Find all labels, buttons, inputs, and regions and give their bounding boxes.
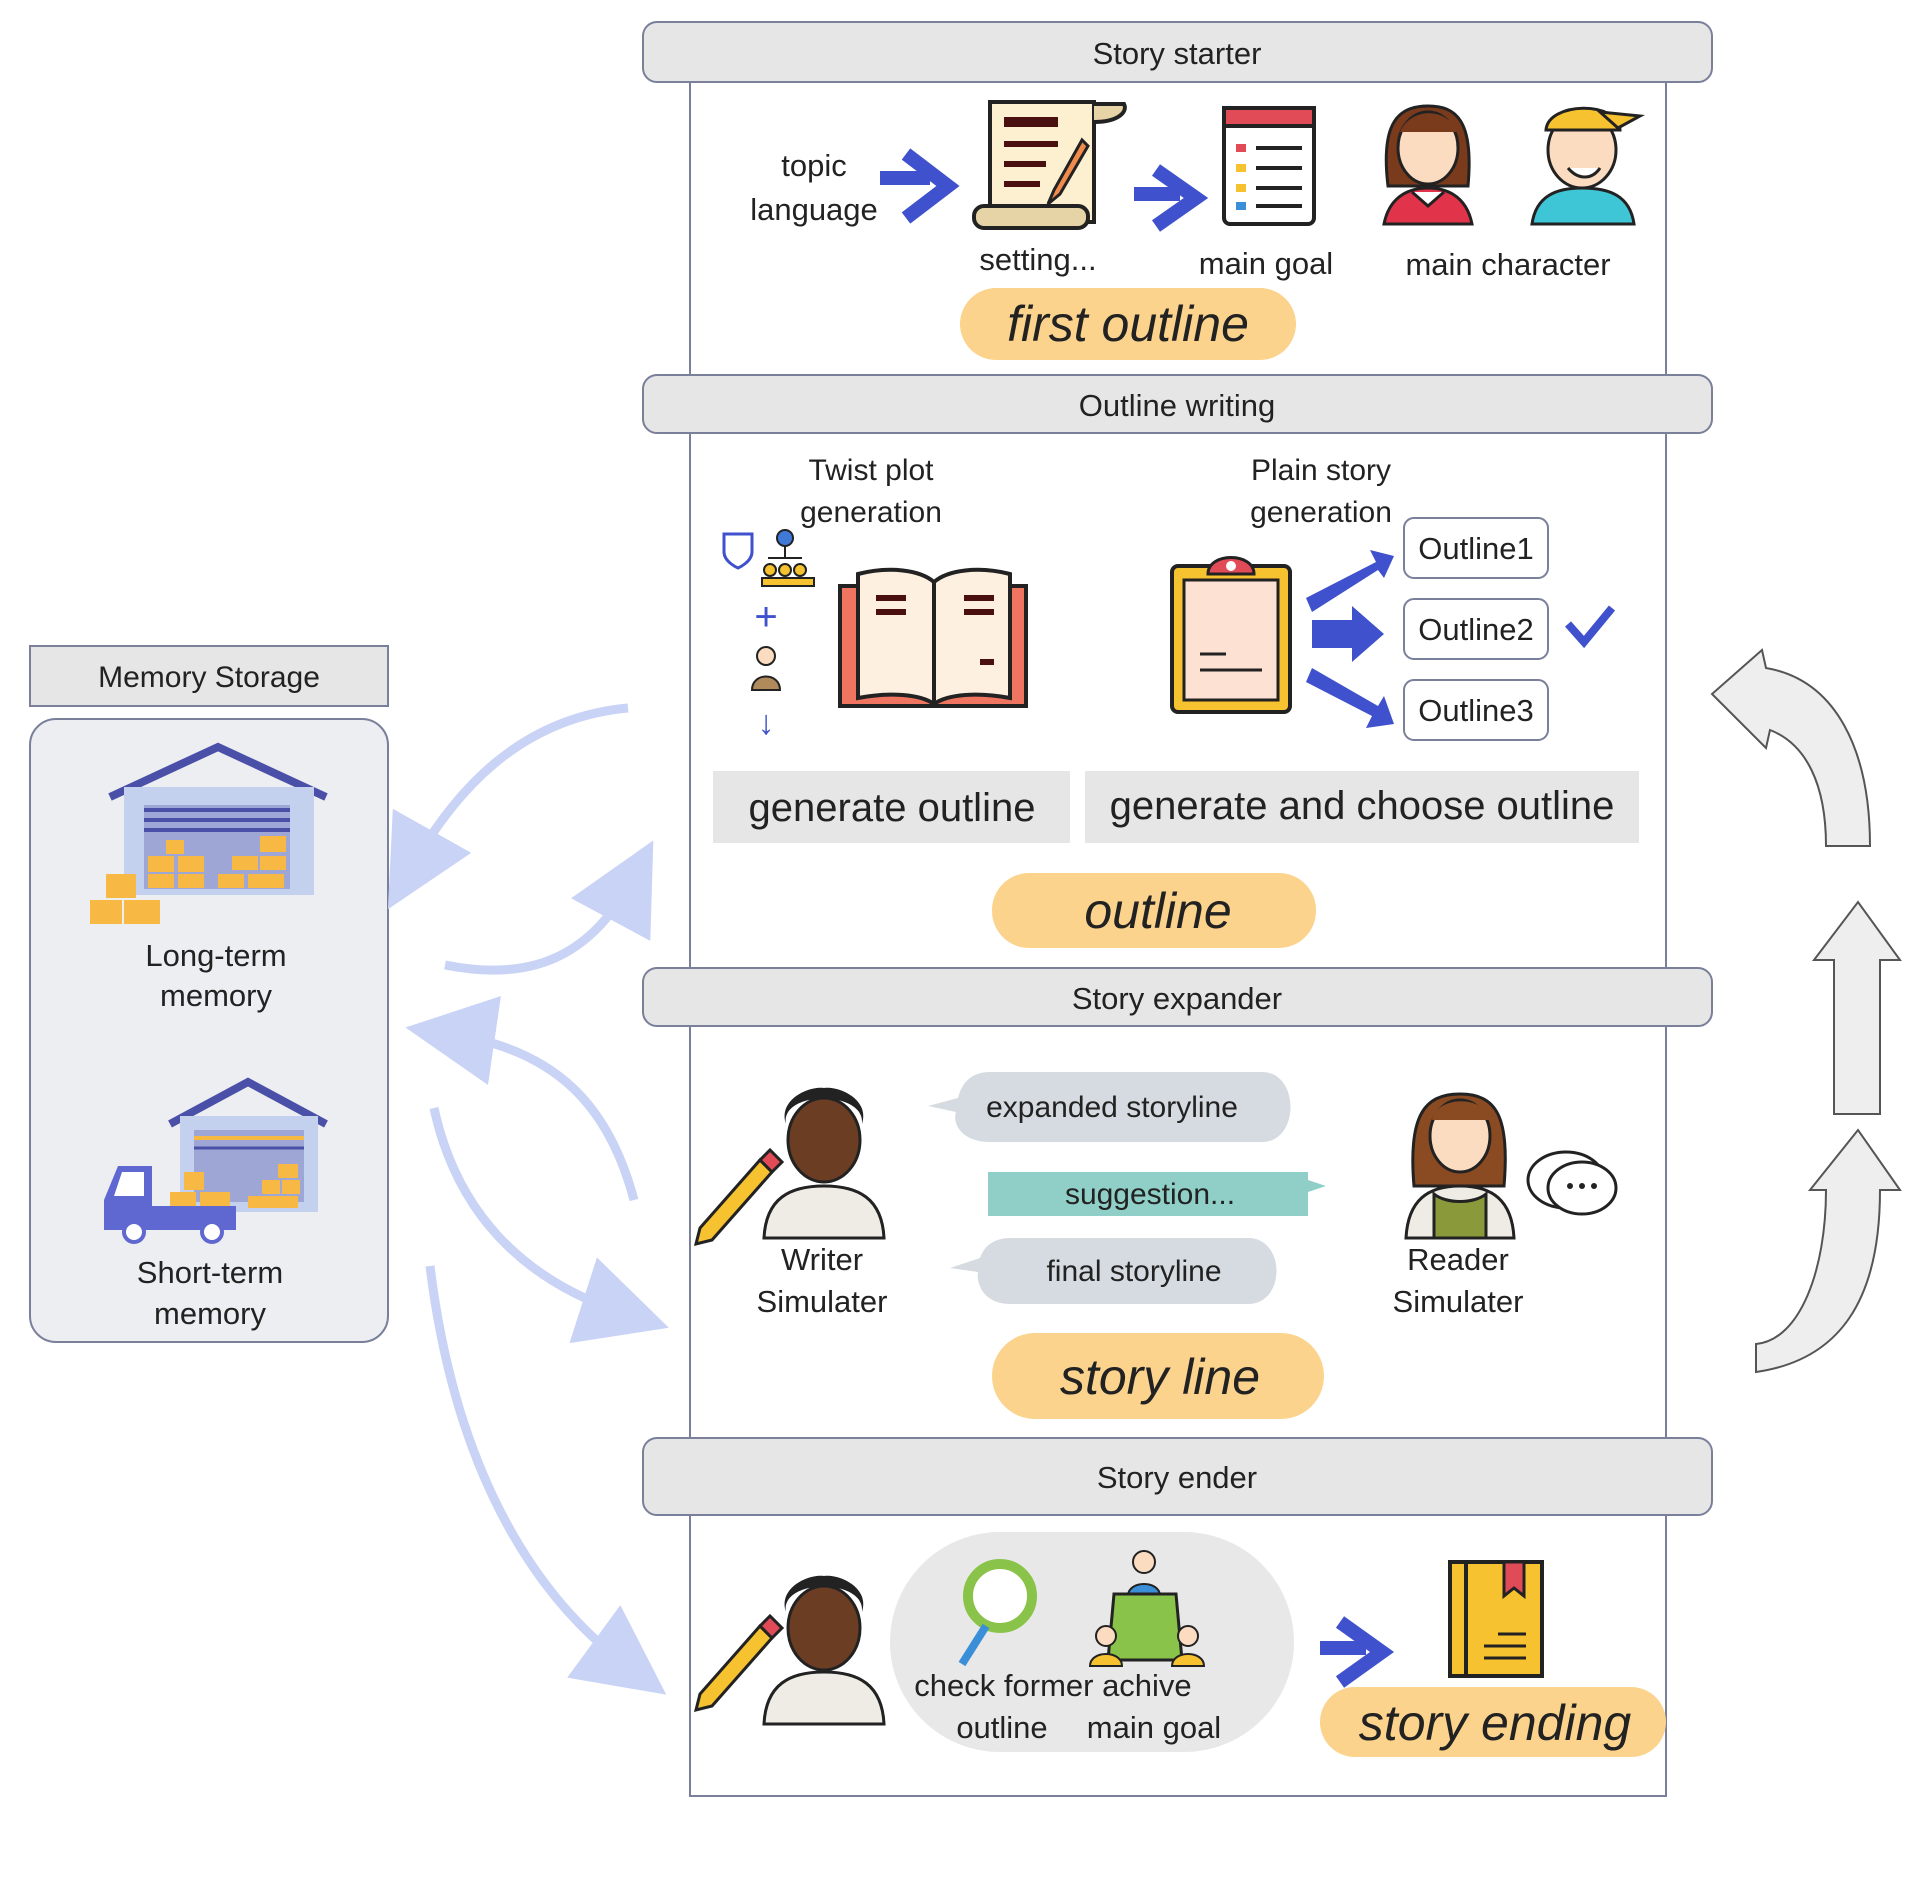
flow-arrows — [1710, 648, 1902, 1374]
twist-plot-label-1: Twist plot — [808, 454, 934, 487]
arrow-right-icon-3 — [1320, 1616, 1395, 1688]
generate-choose-outline-label: generate and choose outline — [1110, 784, 1615, 828]
final-storyline-bubble — [950, 1238, 1277, 1304]
first-outline-pill — [960, 288, 1296, 360]
outline-writing-header — [642, 374, 1713, 434]
chat-bubbles-icon — [1526, 1150, 1618, 1216]
suggestion-bubble — [988, 1172, 1326, 1216]
main-goal-label: main goal — [1199, 246, 1333, 281]
memory-arrow-memory-to-outline — [444, 840, 654, 975]
setting-label: setting... — [979, 242, 1096, 277]
story-starter-section: Story starter topic language setting... — [642, 21, 1713, 360]
generate-outline-box — [713, 771, 1070, 843]
memory-storage-panel: Memory Storage Long-term memory — [29, 645, 389, 1343]
checklist-icon — [1222, 106, 1316, 226]
clipboard-icon — [1170, 556, 1292, 714]
flow-arrow-curve-bottom — [1755, 1128, 1902, 1374]
outline3-box — [1403, 679, 1549, 741]
memory-arrow-memory-to-ender — [425, 1265, 667, 1695]
first-outline-label: first outline — [1007, 296, 1249, 352]
outline1-box — [1403, 517, 1549, 579]
long-term-memory-label-1: Long-term — [145, 938, 286, 973]
arrow-to-outline1 — [1306, 550, 1394, 612]
checkmark-icon — [1565, 605, 1616, 649]
plain-story-label-1: Plain story — [1251, 454, 1391, 487]
flow-arrow-curve-top — [1710, 648, 1872, 847]
writer-avatar-icon-2 — [693, 1575, 886, 1726]
book-icon — [838, 567, 1028, 708]
story-expander-title: Story expander — [1072, 981, 1282, 1016]
input-topic: topic — [781, 148, 846, 183]
arrow-right-icon — [880, 148, 960, 224]
memory-arrow-outline-to-memory — [387, 703, 629, 910]
input-language: language — [750, 192, 878, 227]
outline-writing-title: Outline writing — [1079, 388, 1275, 423]
outline2-box — [1403, 598, 1549, 660]
team-icon — [722, 529, 815, 587]
story-ender-title: Story ender — [1097, 1460, 1257, 1495]
outline-writing-section: Outline writing Twist plot generation + … — [642, 374, 1713, 948]
story-expander-section: Story expander Writer Simulater expanded… — [642, 967, 1713, 1419]
story-line-pill — [992, 1333, 1324, 1419]
warehouse-icon — [90, 742, 328, 924]
story-expander-header — [642, 967, 1713, 1027]
reader-label-2: Simulater — [1393, 1284, 1524, 1319]
memory-arrows — [387, 703, 669, 1695]
outline3-label: Outline3 — [1418, 693, 1533, 728]
plus-icon: + — [754, 595, 777, 639]
story-line-label: story line — [1060, 1349, 1260, 1405]
check-former-label: check former achive — [914, 1668, 1191, 1703]
magnifier-icon — [958, 1559, 1037, 1667]
writer-label-1: Writer — [781, 1242, 863, 1277]
fan-arrows — [1306, 550, 1394, 728]
flow-arrow-straight — [1811, 900, 1902, 1115]
down-arrow-icon: ↓ — [758, 704, 775, 742]
generate-choose-outline-box — [1085, 771, 1639, 843]
final-storyline-label: final storyline — [1046, 1255, 1221, 1288]
memory-arrow-expander-to-memory — [405, 995, 639, 1202]
scroll-icon — [972, 100, 1127, 230]
writer-avatar-icon — [693, 1087, 886, 1247]
outline1-label: Outline1 — [1418, 531, 1533, 566]
long-term-memory-label-2: memory — [160, 978, 272, 1013]
memory-storage-title: Memory Storage — [98, 661, 320, 694]
story-starter-title: Story starter — [1093, 36, 1262, 71]
story-ending-pill — [1320, 1687, 1666, 1757]
arrow-to-outline2 — [1312, 606, 1384, 662]
expanded-storyline-label: expanded storyline — [986, 1091, 1238, 1124]
story-starter-header — [642, 21, 1713, 83]
boy-avatar-icon — [1530, 106, 1645, 226]
outline-pill — [992, 873, 1316, 948]
outline-pill-label: outline — [1084, 883, 1231, 939]
expanded-storyline-bubble — [928, 1072, 1291, 1142]
check-main-goal-label: main goal — [1087, 1710, 1221, 1745]
memory-storage-title-box — [29, 645, 389, 707]
short-term-memory-label-2: memory — [154, 1296, 266, 1331]
reader-label-1: Reader — [1407, 1242, 1509, 1277]
plain-story-label-2: generation — [1250, 496, 1392, 529]
check-outline-label: outline — [956, 1710, 1047, 1745]
meeting-icon — [1088, 1550, 1206, 1667]
generate-outline-label: generate outline — [749, 786, 1036, 830]
story-ender-section: Story ender check former achive outline … — [642, 1437, 1713, 1757]
story-ender-header — [642, 1437, 1713, 1516]
story-ending-label: story ending — [1359, 1695, 1632, 1751]
writer-label-2: Simulater — [757, 1284, 888, 1319]
memory-arrow-memory-to-expander — [429, 1107, 669, 1344]
person-icon — [750, 646, 782, 691]
closed-book-icon — [1448, 1560, 1544, 1678]
girl-avatar-icon — [1382, 104, 1474, 226]
twist-plot-label-2: generation — [800, 496, 942, 529]
arrow-right-icon-2 — [1134, 164, 1209, 232]
truck-warehouse-icon — [104, 1077, 328, 1244]
arrow-to-outline3 — [1306, 668, 1394, 728]
reader-avatar-icon — [1404, 1092, 1516, 1240]
short-term-memory-label-1: Short-term — [137, 1255, 283, 1290]
suggestion-label: suggestion... — [1065, 1178, 1235, 1211]
main-character-label: main character — [1405, 247, 1610, 282]
outline2-label: Outline2 — [1418, 612, 1533, 647]
